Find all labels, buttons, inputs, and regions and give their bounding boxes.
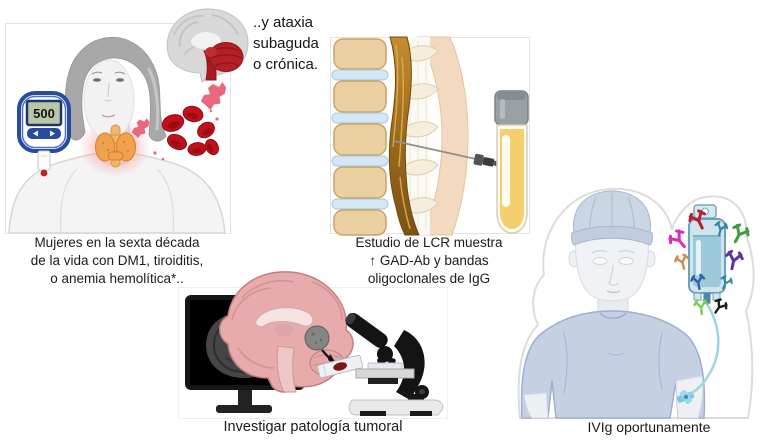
red-blood-cells-icon [131, 82, 226, 161]
tumor [304, 325, 330, 351]
specimen-slide-icon [317, 354, 364, 379]
iv-tube [687, 303, 720, 397]
treatment-illustration [517, 187, 755, 419]
blood-drop [40, 169, 48, 177]
csf-study-caption: Estudio de LCR muestra ↑ GAD-Ab y bandas… [355, 235, 503, 286]
patient-with-iv-icon [520, 190, 706, 419]
ataxia-note: ..y ataxia subaguda o crónica. [253, 14, 319, 73]
glucometer-left-arrow [33, 130, 38, 137]
ivig-bag-icon [687, 204, 726, 397]
clinical-profile-illustration: 500 [8, 36, 226, 234]
right-eye [116, 78, 124, 82]
treatment-caption: IVIg oportunamente [587, 419, 711, 435]
test-strip [37, 150, 51, 171]
right-eye [618, 257, 634, 265]
lumbar-puncture-needle-icon [393, 140, 499, 167]
shirt [520, 310, 706, 419]
csf-sample-tube-icon [494, 90, 529, 234]
glucometer-icon: 500 [17, 91, 71, 177]
glucometer-reading: 500 [33, 106, 55, 121]
lumbar-spine-icon [331, 36, 469, 236]
left-eye [592, 257, 608, 265]
gray-hair [64, 36, 167, 142]
clinical-profile-caption: Mujeres en la sexta década de la vida co… [30, 235, 204, 286]
tumor-workup-illustration [185, 271, 444, 416]
thyroid-icon [95, 124, 136, 168]
spinal-cord [388, 36, 420, 236]
elderly-woman-icon [8, 36, 226, 234]
brainstem [276, 345, 297, 393]
brain-cerebellum-icon [166, 8, 249, 83]
left-eye [93, 78, 101, 82]
sagittal-brain-icon [219, 271, 354, 393]
microscope-icon [345, 313, 444, 416]
tumor-workup-caption: Investigar patología tumoral [223, 419, 403, 435]
glucometer-screen [25, 99, 63, 127]
csf-study-illustration [331, 36, 529, 236]
glucometer-right-arrow [50, 130, 55, 137]
